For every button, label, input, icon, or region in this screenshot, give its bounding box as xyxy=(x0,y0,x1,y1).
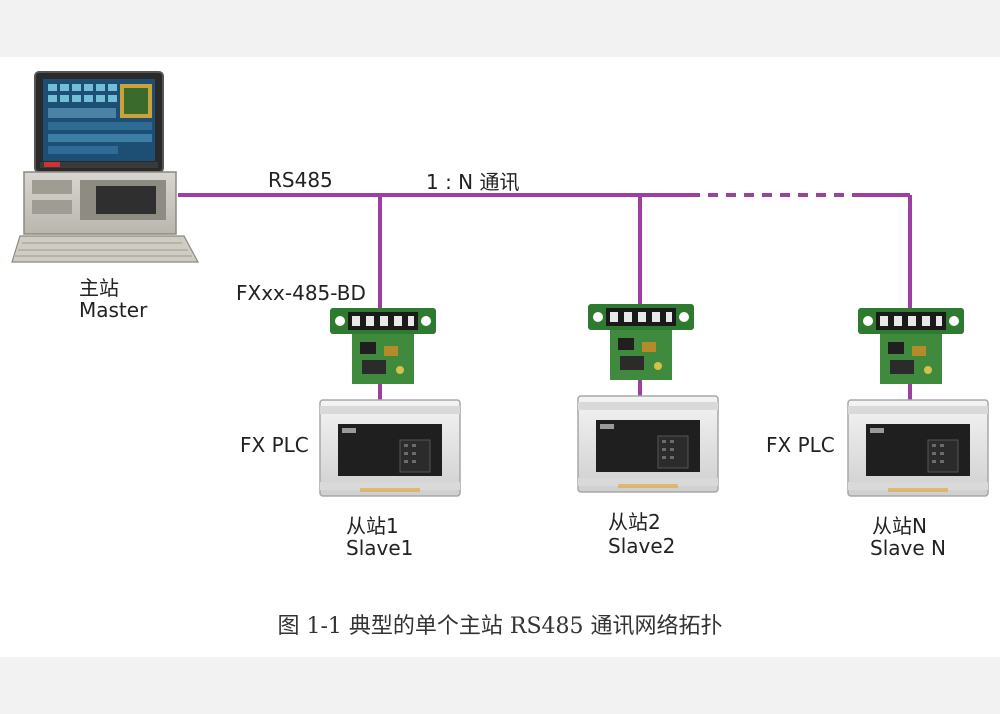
slave-1-label-en: Slave1 xyxy=(346,536,414,560)
master-label-en: Master xyxy=(79,298,148,322)
bus-label: RS485 xyxy=(268,168,333,192)
slave-1-label-cn: 从站1 xyxy=(346,514,399,538)
plc-label-n: FX PLC xyxy=(766,433,835,457)
figure-caption: 图 1-1 典型的单个主站 RS485 通讯网络拓扑 xyxy=(277,614,723,639)
diagram-panel xyxy=(0,57,1000,657)
rs485-board-icon xyxy=(588,304,694,380)
bus-mode-label: 1 : N 通讯 xyxy=(426,170,520,194)
rs485-board-icon xyxy=(858,308,964,384)
slave-2-label-cn: 从站2 xyxy=(608,510,661,534)
rs485-board-icon xyxy=(330,308,436,384)
master-label-cn: 主站 xyxy=(79,276,119,300)
slave-2-label-en: Slave2 xyxy=(608,534,676,558)
computer-icon xyxy=(11,71,200,263)
module-label: FXxx-485-BD xyxy=(236,281,366,305)
plc-icon xyxy=(577,395,719,493)
slave-n-label-cn: 从站N xyxy=(872,514,927,538)
slave-n-label-en: Slave N xyxy=(870,536,946,560)
plc-icon xyxy=(847,399,989,497)
plc-label-1: FX PLC xyxy=(240,433,309,457)
plc-icon xyxy=(319,399,461,497)
